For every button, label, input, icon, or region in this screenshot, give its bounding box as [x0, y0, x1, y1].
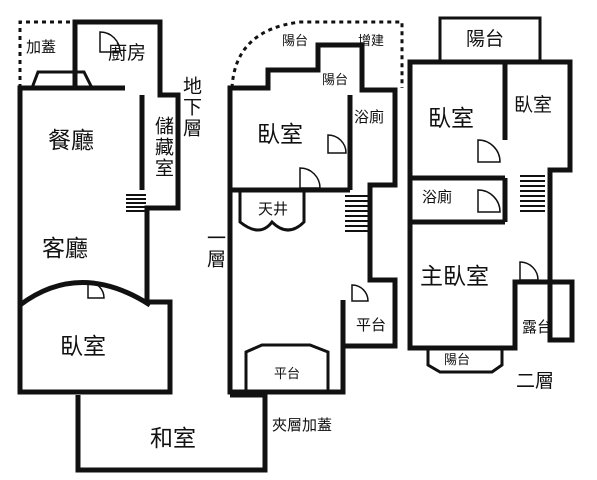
floor-label-second: 二層 — [516, 370, 555, 392]
mezzanine-outline — [75, 392, 268, 473]
basement-addition-dashed — [18, 20, 75, 88]
room-label-extension: 增建 — [358, 34, 385, 49]
floor-label-first: 一層 — [204, 228, 226, 270]
room-label-living: 客廳 — [42, 236, 88, 262]
room-label-courtyard: 天井 — [258, 200, 289, 218]
room-label-first-terrace-bottom: 平台 — [274, 367, 301, 382]
room-label-first-terrace: 平台 — [356, 316, 387, 334]
room-label-dining: 餐廳 — [48, 128, 94, 154]
room-label-first-balcony-top: 陽台 — [282, 34, 309, 49]
kitchen-door — [99, 31, 121, 53]
room-label-japanese-room: 和室 — [150, 426, 196, 452]
room-label-first-balcony-small: 陽台 — [322, 73, 349, 88]
second-floor-stair — [520, 175, 545, 212]
first-terrace-door — [351, 284, 369, 302]
room-label-second-bathroom: 浴廁 — [422, 188, 453, 206]
floor-label-mezzanine: 夾層加蓋 — [272, 416, 333, 434]
room-label-second-balcony-top: 陽台 — [466, 28, 505, 50]
basement-stair — [126, 194, 146, 212]
floor-label-basement: 地下層 — [180, 76, 202, 139]
room-label-second-bedroom-left: 臥室 — [428, 106, 474, 132]
room-label-bedroom: 臥室 — [60, 334, 106, 360]
room-label-first-bedroom: 臥室 — [257, 122, 303, 148]
courtyard-bays — [238, 192, 306, 232]
room-label-addition: 加蓋 — [26, 38, 57, 56]
room-label-second-bedroom-right: 臥室 — [514, 94, 553, 116]
second-balcony-bottom — [426, 348, 504, 374]
basement-addition-bay — [30, 70, 94, 89]
first-extension-dashed — [230, 20, 404, 89]
bedroom-arch — [18, 280, 152, 308]
room-label-storage: 儲藏室 — [152, 116, 174, 179]
room-label-master-bedroom: 主臥室 — [420, 264, 489, 290]
first-bay-window — [244, 343, 330, 392]
second-floor-outline — [407, 59, 575, 351]
second-bedroom-door — [477, 139, 501, 163]
first-floor-stair — [345, 195, 368, 232]
second-balcony-top — [438, 16, 542, 64]
second-bath-door — [477, 189, 501, 213]
second-terrace-door — [519, 261, 539, 281]
room-label-first-bathroom: 浴廁 — [354, 108, 385, 126]
first-bedroom-door — [299, 167, 321, 189]
room-label-open-terrace: 露台 — [522, 318, 553, 336]
room-label-second-balcony-bottom: 陽台 — [444, 353, 471, 368]
first-bath-door — [327, 134, 347, 154]
first-floor-outline — [227, 42, 398, 395]
living-door — [87, 281, 105, 299]
room-label-kitchen: 廚房 — [108, 42, 147, 64]
